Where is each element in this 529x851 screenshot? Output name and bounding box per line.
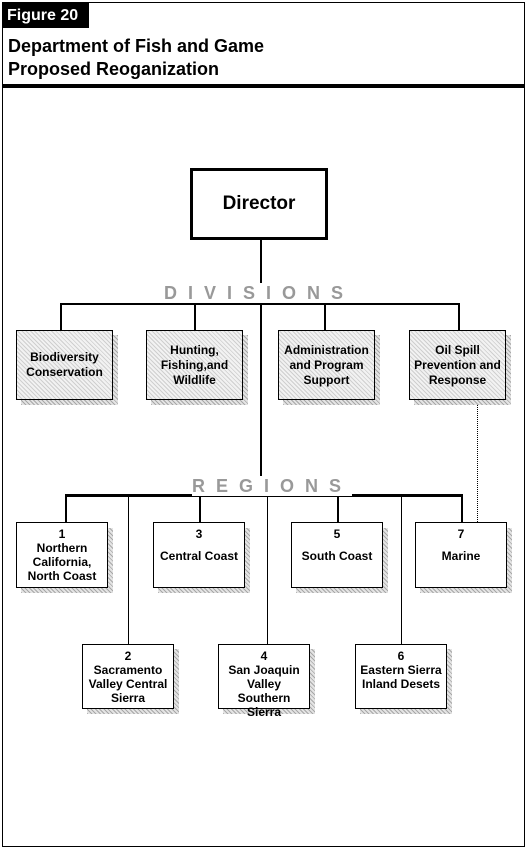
- division-oil-spill-prevention-response: Oil Spill Prevention and Response: [409, 330, 506, 400]
- region-7-marine: 7 Marine: [415, 522, 507, 588]
- region-stem-2: [128, 494, 129, 644]
- divisions-label: DIVISIONS: [164, 283, 355, 303]
- figure-tag: Figure 20: [3, 3, 89, 28]
- division-administration-program-support: Administration and Program Support: [278, 330, 375, 400]
- director-label: Director: [222, 193, 296, 214]
- trunk-line: [260, 240, 262, 495]
- region-2-sacramento-valley: 2 Sacramento Valley Central Sierra: [82, 644, 174, 709]
- region-number: 6: [397, 649, 405, 663]
- region-5-south-coast: 5 South Coast: [291, 522, 383, 588]
- region-name: Northern California, North Coast: [27, 541, 97, 583]
- division-hunting-fishing-wildlife: Hunting, Fishing,and Wildlife: [146, 330, 243, 400]
- region-number: 7: [457, 527, 465, 541]
- region-stem-4: [267, 494, 268, 644]
- region-stem-5: [337, 494, 339, 522]
- region-stem-3: [199, 494, 201, 522]
- division-label: Hunting, Fishing,and Wildlife: [160, 342, 229, 387]
- region-1-northern-california: 1 Northern California, North Coast: [16, 522, 108, 588]
- region-name: Central Coast: [159, 549, 239, 563]
- division-label: Administration and Program Support: [284, 342, 369, 387]
- region-stem-7: [461, 494, 463, 522]
- oil-spill-marine-link: [477, 399, 478, 522]
- region-stem-1: [65, 494, 67, 522]
- region-number: 5: [333, 527, 341, 541]
- region-stem-6: [401, 494, 402, 644]
- title-line-1: Department of Fish and Game: [8, 36, 265, 56]
- division-stem-4: [458, 303, 460, 330]
- division-stem-1: [60, 303, 62, 330]
- director-box: Director: [190, 168, 328, 240]
- region-4-san-joaquin-valley: 4 San Joaquin Valley Southern Sierra: [218, 644, 310, 719]
- region-number: 4: [260, 649, 268, 663]
- division-stem-2: [194, 303, 196, 330]
- region-name: South Coast: [301, 549, 373, 563]
- region-name: San Joaquin Valley Southern Sierra: [228, 663, 300, 719]
- division-biodiversity-conservation: Biodiversity Conservation: [16, 330, 113, 400]
- division-label: Oil Spill Prevention and Response: [414, 342, 501, 387]
- division-stem-3: [324, 303, 326, 330]
- region-number: 1: [58, 527, 66, 541]
- region-6-eastern-sierra: 6 Eastern Sierra Inland Desets: [355, 644, 447, 709]
- region-number: 3: [195, 527, 203, 541]
- figure-title: Department of Fish and Game Proposed Reo…: [8, 35, 264, 81]
- region-name: Marine: [441, 549, 481, 563]
- regions-label: REGIONS: [192, 476, 353, 496]
- divisions-bus: [60, 303, 458, 305]
- title-rule: [2, 84, 525, 88]
- region-name: Eastern Sierra Inland Desets: [360, 663, 442, 691]
- region-3-central-coast: 3 Central Coast: [153, 522, 245, 588]
- region-number: 2: [124, 649, 132, 663]
- division-label: Biodiversity Conservation: [26, 350, 103, 379]
- region-name: Sacramento Valley Central Sierra: [88, 663, 168, 705]
- title-line-2: Proposed Reoganization: [8, 59, 220, 79]
